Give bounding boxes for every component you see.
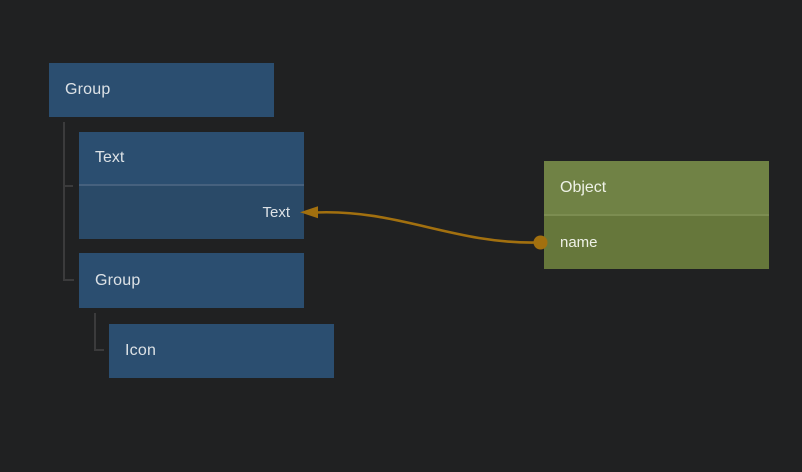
object-property-label: name (560, 234, 598, 251)
tree-node-group-1[interactable]: Group (49, 63, 274, 117)
node-group-1-label: Group (65, 81, 111, 98)
tree-node-group-2[interactable]: Group (79, 253, 304, 308)
text-port-label: Text (262, 204, 290, 221)
node-group-2-label: Group (95, 271, 141, 289)
object-property-row-name[interactable]: name (544, 214, 769, 269)
binding-wire-path[interactable] (314, 210, 536, 244)
tree-node-text[interactable]: Text Text (79, 132, 304, 239)
object-node[interactable]: Object name (544, 161, 769, 269)
node-text-label: Text (95, 149, 125, 166)
text-property-port-row[interactable]: Text (79, 184, 304, 239)
node-icon-label: Icon (125, 342, 157, 359)
tree-node-icon[interactable]: Icon (109, 324, 334, 378)
object-node-title: Object (560, 178, 607, 196)
